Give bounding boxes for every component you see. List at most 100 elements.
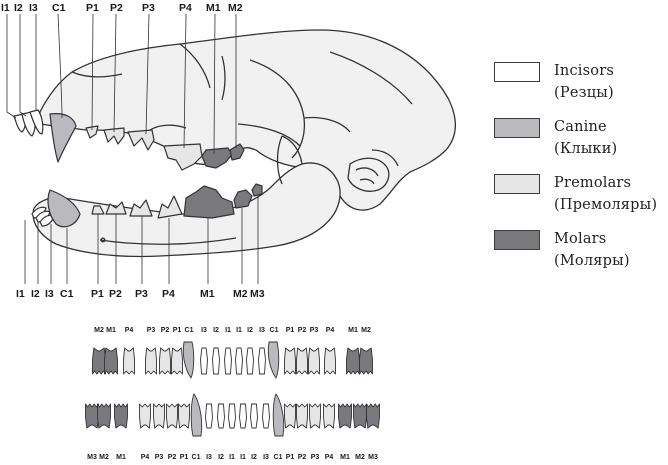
chart-label-upper: I1 — [236, 327, 242, 334]
skull-label-lower-5: P2 — [109, 288, 122, 300]
skull-label-upper-1: I2 — [14, 2, 23, 14]
chart-tooth-upper-p4 — [324, 347, 336, 375]
chart-tooth-lower-i2 — [217, 403, 225, 429]
chart-tooth-upper-p4 — [123, 347, 135, 375]
skull-label-lower-7: P4 — [162, 288, 175, 300]
chart-tooth-lower-m1 — [338, 403, 352, 429]
chart-label-lower: P2 — [298, 454, 307, 461]
skull-label-lower-8: M1 — [200, 288, 215, 300]
chart-tooth-lower-i2 — [250, 403, 258, 429]
skull-label-upper-6: P3 — [142, 2, 155, 14]
skull-label-lower-4: P1 — [91, 288, 104, 300]
legend: Incisors (Резцы) Canine (Клыки) Premolar… — [494, 58, 666, 282]
chart-tooth-upper-p1 — [284, 347, 296, 375]
chart-tooth-lower-p1 — [284, 403, 296, 429]
lower-premolar-4 — [157, 195, 183, 219]
skull-label-lower-6: P3 — [135, 288, 148, 300]
chart-tooth-upper-p2 — [159, 347, 171, 375]
legend-label-ru: (Резцы) — [554, 85, 614, 101]
legend-label-en: Molars — [554, 231, 607, 247]
chart-tooth-lower-m2 — [353, 403, 367, 429]
legend-swatch-premolars — [494, 174, 540, 194]
skull-label-upper-5: P2 — [110, 2, 123, 14]
chart-tooth-lower-m2 — [97, 403, 111, 429]
lower-molar-2 — [233, 189, 253, 209]
chart-label-lower: M3 — [87, 454, 97, 461]
skull-label-lower-9: M2 — [233, 288, 248, 300]
chart-label-lower: I1 — [229, 454, 235, 461]
chart-tooth-upper-c1 — [182, 341, 195, 379]
chart-tooth-lower-i1 — [239, 403, 247, 429]
legend-swatch-canine — [494, 118, 540, 138]
legend-item-molars: Molars (Моляры) — [494, 226, 666, 282]
chart-tooth-lower-i3 — [205, 403, 213, 429]
chart-label-upper: I2 — [213, 327, 219, 334]
chart-label-lower: I3 — [206, 454, 212, 461]
upper-premolar-2 — [103, 127, 125, 145]
skull-label-lower-10: M3 — [250, 288, 265, 300]
skull-label-lower-1: I2 — [31, 288, 40, 300]
chart-tooth-upper-m2 — [359, 347, 373, 375]
legend-swatch-molars — [494, 230, 540, 250]
chart-tooth-upper-i1 — [224, 347, 232, 375]
chart-label-upper: P3 — [310, 327, 319, 334]
chart-label-upper: P1 — [286, 327, 295, 334]
skull-leader-lines — [6, 13, 259, 284]
chart-tooth-lower-m3 — [85, 403, 99, 429]
chart-label-upper: P4 — [326, 327, 335, 334]
chart-label-upper: I3 — [259, 327, 265, 334]
lower-premolar-2 — [105, 201, 127, 215]
legend-label-en: Incisors — [554, 63, 614, 79]
chart-label-lower: M3 — [368, 454, 378, 461]
skull-labels-upper: I1 I2 I3 C1 P1 P2 P3 P4 M1 M2 — [1, 2, 243, 14]
upper-molar-1 — [201, 147, 233, 169]
chart-label-upper: M1 — [348, 327, 358, 334]
chart-tooth-lower-c1 — [272, 393, 285, 437]
chart-label-upper: M1 — [106, 327, 116, 334]
chart-label-lower: M2 — [355, 454, 365, 461]
upper-premolar-4 — [163, 143, 203, 171]
chart-tooth-upper-i3 — [258, 347, 266, 375]
chart-label-upper: P2 — [161, 327, 170, 334]
legend-text-premolars: Premolars (Премоляры) — [554, 172, 657, 216]
chart-label-upper: M2 — [361, 327, 371, 334]
upper-incisor-3 — [29, 109, 44, 135]
chart-tooth-upper-m2 — [92, 347, 106, 375]
chart-tooth-upper-p3 — [308, 347, 320, 375]
chart-label-upper: M2 — [94, 327, 104, 334]
chart-tooth-upper-m1 — [346, 347, 360, 375]
chart-tooth-lower-p4 — [323, 403, 335, 429]
chart-tooth-lower-i1 — [228, 403, 236, 429]
legend-swatch-incisors — [494, 62, 540, 82]
chart-label-lower: P4 — [325, 454, 334, 461]
chart-tooth-lower-p3 — [153, 403, 165, 429]
chart-tooth-upper-i2 — [246, 347, 254, 375]
skull-label-lower-3: C1 — [60, 288, 74, 300]
chart-label-upper: C1 — [270, 327, 279, 334]
chart-label-lower: P4 — [141, 454, 150, 461]
chart-tooth-lower-p1 — [178, 403, 190, 429]
skull-label-upper-3: C1 — [52, 2, 66, 14]
chart-label-lower: C1 — [274, 454, 283, 461]
chart-label-lower: P3 — [155, 454, 164, 461]
skull-label-upper-2: I3 — [29, 2, 38, 14]
legend-label-en: Premolars — [554, 175, 632, 191]
chart-tooth-lower-c1 — [190, 393, 203, 437]
chart-label-lower: I3 — [263, 454, 269, 461]
chart-tooth-lower-p4 — [139, 403, 151, 429]
lower-molar-3 — [251, 183, 263, 197]
legend-label-en: Canine — [554, 119, 607, 135]
chart-label-upper: P3 — [147, 327, 156, 334]
legend-item-incisors: Incisors (Резцы) — [494, 58, 666, 114]
chart-tooth-upper-p2 — [296, 347, 308, 375]
chart-label-upper: P1 — [173, 327, 182, 334]
dental-chart-upper-teeth — [92, 341, 373, 379]
chart-tooth-upper-c1 — [267, 341, 280, 379]
chart-tooth-upper-i1 — [235, 347, 243, 375]
skull-label-upper-8: M1 — [206, 2, 221, 14]
skull-label-upper-4: P1 — [86, 2, 99, 14]
